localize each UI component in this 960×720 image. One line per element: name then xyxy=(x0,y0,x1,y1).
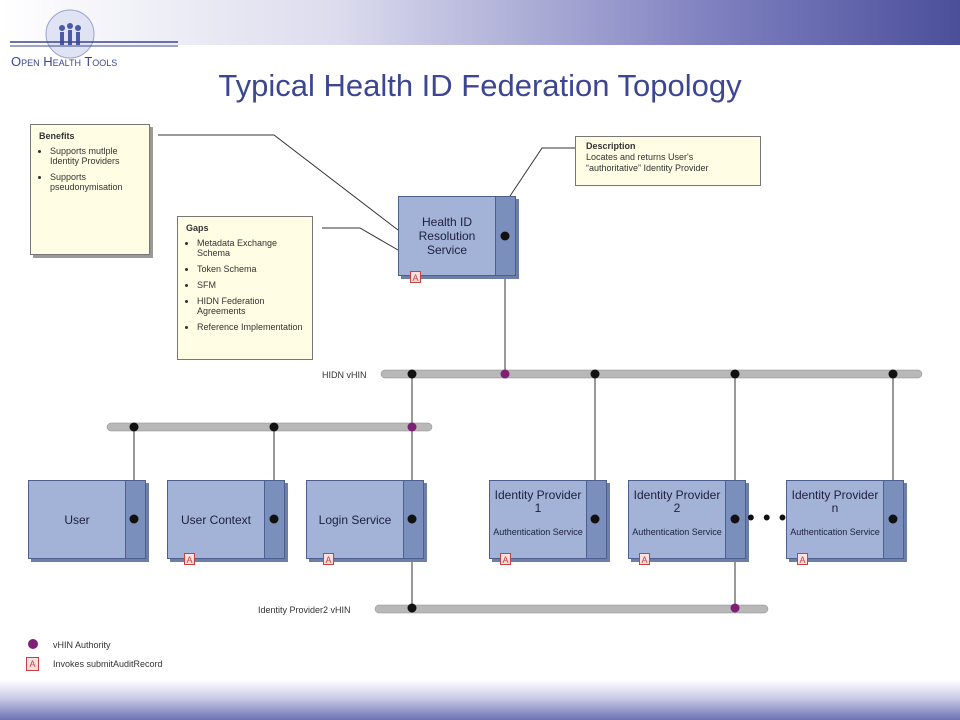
audit-badge: A xyxy=(500,553,511,565)
gaps-item: Metadata Exchange Schema xyxy=(197,238,304,258)
identity-provider-sub: Authentication Service xyxy=(790,527,880,537)
identity-provider-1-box[interactable]: Identity Provider 1 Authentication Servi… xyxy=(489,480,607,559)
audit-badge: A xyxy=(639,553,650,565)
logo-text: Open Health Tools xyxy=(11,54,118,69)
identity-provider-name: Identity Provider n xyxy=(791,488,879,515)
user-context-box[interactable]: User Context xyxy=(167,480,285,559)
user-context-label: User Context xyxy=(180,512,252,527)
login-service-box[interactable]: Login Service xyxy=(306,480,424,559)
audit-badge: A xyxy=(323,553,334,565)
benefits-note: Benefits Supports mutlple Identity Provi… xyxy=(30,124,150,255)
hidn-vhin-label: HIDN vHIN xyxy=(322,370,367,380)
audit-badge: A xyxy=(410,271,421,283)
legend-audit-label: Invokes submitAuditRecord xyxy=(53,659,163,669)
vhin-authority-legend-icon xyxy=(28,639,38,649)
gaps-item: Token Schema xyxy=(197,264,304,274)
identity-provider-name: Identity Provider 1 xyxy=(494,488,582,515)
logo: Open Health Tools xyxy=(8,4,188,74)
service-port-strip xyxy=(125,481,145,558)
health-id-resolution-service-box[interactable]: Health ID Resolution Service xyxy=(398,196,516,276)
service-port-strip xyxy=(725,481,745,558)
service-port-strip xyxy=(883,481,903,558)
description-note: Description Locates and returns User's “… xyxy=(575,136,761,186)
user-label: User xyxy=(64,512,90,527)
service-port-strip xyxy=(495,197,515,275)
gaps-heading: Gaps xyxy=(186,223,209,233)
gaps-item: SFM xyxy=(197,280,304,290)
identity-provider-sub: Authentication Service xyxy=(493,527,583,537)
audit-badge: A xyxy=(797,553,808,565)
top-banner xyxy=(0,0,960,45)
page-title: Typical Health ID Federation Topology xyxy=(218,68,742,103)
legend-authority-label: vHIN Authority xyxy=(53,640,111,650)
service-port-strip xyxy=(586,481,606,558)
service-port-strip xyxy=(264,481,284,558)
description-text: Locates and returns User's “authoritativ… xyxy=(586,152,709,173)
idp2-vhin-label: Identity Provider2 vHIN xyxy=(258,605,351,615)
audit-badge: A xyxy=(184,553,195,565)
identity-provider-name: Identity Provider 2 xyxy=(633,488,721,515)
login-service-label: Login Service xyxy=(318,512,392,527)
more-providers-ellipsis: • • • xyxy=(747,505,788,530)
bottom-banner xyxy=(0,680,960,720)
logo-globe-icon xyxy=(10,9,178,59)
user-box[interactable]: User xyxy=(28,480,146,559)
identity-provider-2-box[interactable]: Identity Provider 2 Authentication Servi… xyxy=(628,480,746,559)
audit-legend-icon: A xyxy=(26,657,39,671)
health-id-service-label: Health ID Resolution Service xyxy=(418,215,476,257)
gaps-item: HIDN Federation Agreements xyxy=(197,296,304,316)
benefits-item: Supports mutlple Identity Providers xyxy=(50,146,141,166)
benefits-heading: Benefits xyxy=(39,131,75,141)
identity-provider-sub: Authentication Service xyxy=(632,527,722,537)
description-heading: Description xyxy=(586,141,636,151)
benefits-item: Supports pseudonymisation xyxy=(50,172,141,192)
gaps-note: Gaps Metadata Exchange Schema Token Sche… xyxy=(177,216,313,360)
identity-provider-n-box[interactable]: Identity Provider n Authentication Servi… xyxy=(786,480,904,559)
service-port-strip xyxy=(403,481,423,558)
gaps-item: Reference Implementation xyxy=(197,322,304,332)
